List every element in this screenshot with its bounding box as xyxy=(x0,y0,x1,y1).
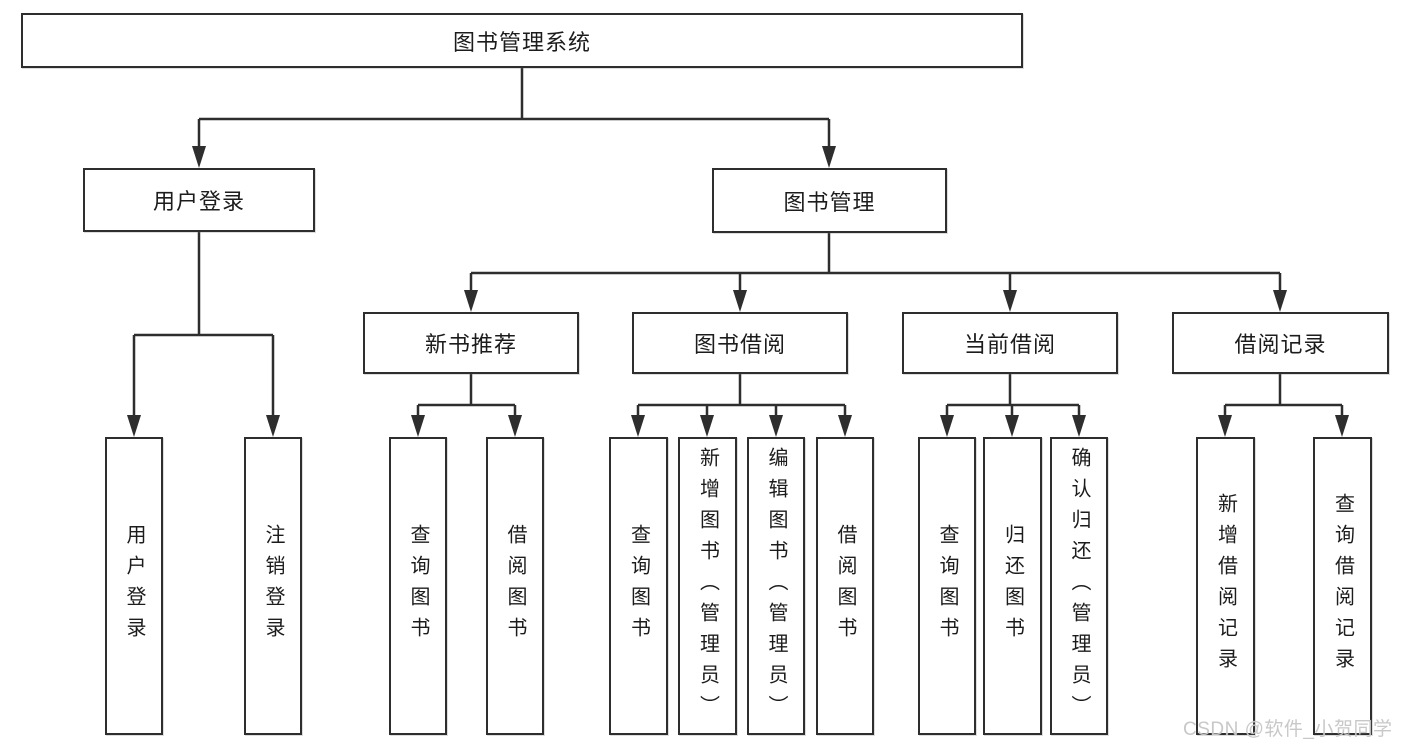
leaf-return-books: 归还图书 xyxy=(983,437,1042,735)
node-borrowing-records-label: 借阅记录 xyxy=(1234,332,1327,357)
leaf-edit-books-admin: 编辑图书（管理员） xyxy=(747,437,805,735)
leaf-add-books-admin-label: 新增图书（管理员） xyxy=(696,446,719,726)
leaf-user-login: 用户登录 xyxy=(105,437,163,735)
leaf-query-borrow-record-label: 查询借阅记录 xyxy=(1331,493,1354,679)
leaf-return-books-label: 归还图书 xyxy=(1001,524,1024,648)
leaf-query-books-2: 查询图书 xyxy=(609,437,668,735)
leaf-add-books-admin: 新增图书（管理员） xyxy=(678,437,737,735)
leaf-query-books-1-label: 查询图书 xyxy=(407,524,429,648)
node-library-system: 图书管理系统 xyxy=(21,13,1023,68)
leaf-logout-label: 注销登录 xyxy=(262,524,284,648)
leaf-query-books-3-label: 查询图书 xyxy=(936,524,958,648)
node-book-borrowing: 图书借阅 xyxy=(632,312,848,374)
leaf-borrow-books-1-label: 借阅图书 xyxy=(504,524,526,648)
node-book-borrowing-label: 图书借阅 xyxy=(693,332,786,357)
leaf-borrow-books-2-label: 借阅图书 xyxy=(834,524,856,648)
leaf-logout: 注销登录 xyxy=(244,437,302,735)
leaf-add-borrow-record: 新增借阅记录 xyxy=(1196,437,1255,735)
csdn-watermark: CSDN @软件_小贺同学 xyxy=(1183,719,1393,740)
leaf-edit-books-admin-label: 编辑图书（管理员） xyxy=(765,446,787,726)
node-new-book-recommend: 新书推荐 xyxy=(363,312,579,374)
leaf-confirm-return-admin-label: 确认归还（管理员） xyxy=(1068,446,1090,726)
node-borrowing-records: 借阅记录 xyxy=(1172,312,1389,374)
leaf-confirm-return-admin: 确认归还（管理员） xyxy=(1050,437,1108,735)
node-new-book-recommend-label: 新书推荐 xyxy=(424,332,517,357)
node-library-system-label: 图书管理系统 xyxy=(452,29,591,55)
leaf-user-login-label: 用户登录 xyxy=(123,524,145,648)
leaf-add-borrow-record-label: 新增借阅记录 xyxy=(1214,493,1237,679)
node-current-borrowing: 当前借阅 xyxy=(902,312,1118,374)
leaf-query-borrow-record: 查询借阅记录 xyxy=(1313,437,1372,735)
node-user-login: 用户登录 xyxy=(83,168,315,232)
leaf-borrow-books-1: 借阅图书 xyxy=(486,437,544,735)
node-book-management: 图书管理 xyxy=(712,168,947,233)
leaf-query-books-2-label: 查询图书 xyxy=(627,524,650,648)
node-current-borrowing-label: 当前借阅 xyxy=(963,332,1056,357)
leaf-query-books-3: 查询图书 xyxy=(918,437,976,735)
node-book-management-label: 图书管理 xyxy=(783,189,876,215)
node-user-login-label: 用户登录 xyxy=(152,189,245,214)
leaf-query-books-1: 查询图书 xyxy=(389,437,447,735)
leaf-borrow-books-2: 借阅图书 xyxy=(816,437,874,735)
